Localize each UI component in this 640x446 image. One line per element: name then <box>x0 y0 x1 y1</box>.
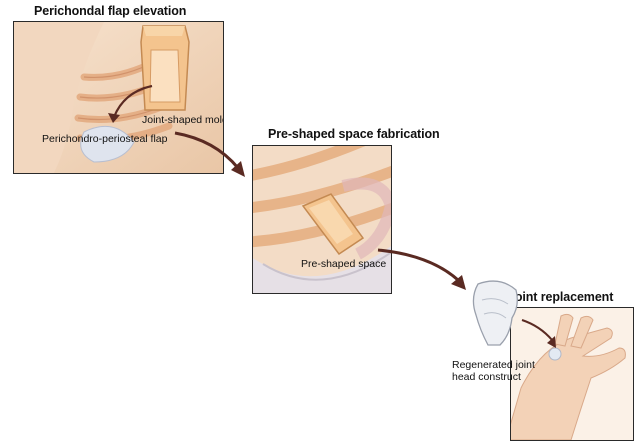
space-illustration <box>253 146 391 293</box>
pre-shaped-space-block <box>301 193 365 256</box>
space-label: Pre-shaped space <box>301 258 387 270</box>
hand-illustration <box>511 308 633 440</box>
step2-title: Pre-shaped space fabrication <box>268 127 440 141</box>
chest-illustration <box>14 22 223 173</box>
joint-mold-shape <box>140 25 190 111</box>
construct-label-line1: Regenerated joint <box>452 359 535 371</box>
step3-title: Joint replacement <box>508 290 614 304</box>
panel-joint-replacement <box>510 307 634 441</box>
construct-label-line2: head construct <box>452 371 521 383</box>
step1-title: Perichondal flap elevation <box>34 4 187 18</box>
mold-label: Joint-shaped mold <box>142 114 224 126</box>
panel-space-fabrication: Pre-shaped space <box>252 145 392 294</box>
flap-label: Perichondro-periosteal flap <box>42 133 168 145</box>
panel-flap-elevation: Joint-shaped mold Perichondro-periosteal… <box>13 21 224 174</box>
